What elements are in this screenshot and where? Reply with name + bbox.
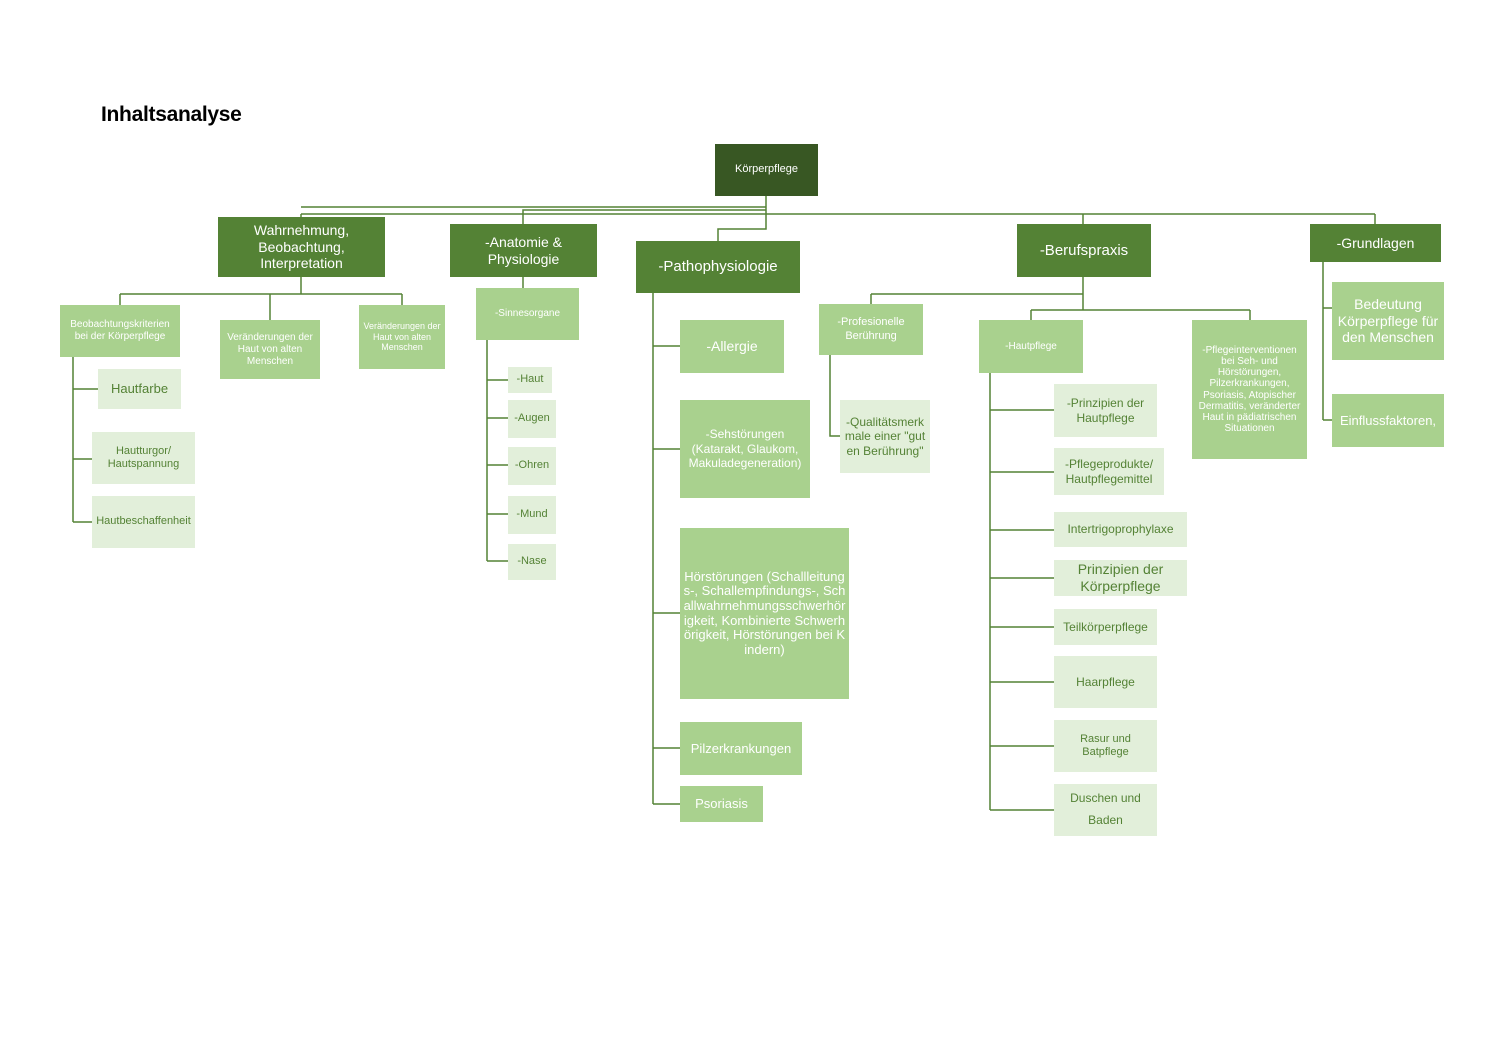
psoriasis-label: Psoriasis bbox=[695, 796, 748, 812]
page-title: Inhaltsanalyse bbox=[101, 103, 242, 126]
node-haarpflege: Haarpflege bbox=[1054, 656, 1157, 708]
node-prinzipien-hautpflege: -Prinzipien der Hautpflege bbox=[1054, 384, 1157, 437]
node-intertrigoprophylaxe: Intertrigoprophylaxe bbox=[1054, 512, 1187, 547]
node-hoerstoerungen: Hörstörungen (Schallleitungs-, Schallemp… bbox=[680, 528, 849, 699]
prinzipien-koerperpflege-label: Prinzipien der Körperpflege bbox=[1077, 561, 1164, 594]
node-qualitaetsmerkmale: -Qualitätsmerkmale einer "guten Berührun… bbox=[840, 400, 930, 473]
node-sehstoerungen: -Sehstörungen (Katarakt, Glaukom, Makula… bbox=[680, 400, 810, 498]
node-hautpflege: -Hautpflege bbox=[979, 320, 1083, 373]
hoerstoerungen-label: Hörstörungen (Schallleitungs-, Schallemp… bbox=[683, 568, 846, 657]
veraenderungen-a-label: Veränderungen der Haut von alten Mensche… bbox=[227, 331, 313, 367]
pflegeprodukte-label: -Pflegeprodukte/ Hautpflegemittel bbox=[1064, 457, 1154, 486]
node-psoriasis: Psoriasis bbox=[680, 786, 763, 822]
node-profesionelle-beruehrung: -Profesionelle Berührung bbox=[819, 304, 923, 355]
root-node: Körperpflege bbox=[715, 144, 818, 196]
root-label: Körperpflege bbox=[735, 163, 798, 176]
grundlagen-label: -Grundlagen bbox=[1336, 234, 1415, 251]
node-sinnesorgane: -Sinnesorgane bbox=[476, 288, 579, 340]
qualitaetsmerkmale-label: -Qualitätsmerkmale einer "guten Berührun… bbox=[844, 414, 926, 458]
node-anatomie: -Anatomie & Physiologie bbox=[450, 224, 597, 277]
sehstoerungen-label: -Sehstörungen (Katarakt, Glaukom, Makula… bbox=[688, 427, 802, 471]
sinnesorgane-label: -Sinnesorgane bbox=[494, 308, 561, 319]
node-bedeutung-koerperpflege: Bedeutung Körperpflege für den Menschen bbox=[1332, 282, 1444, 360]
haarpflege-label: Haarpflege bbox=[1076, 674, 1135, 689]
mund-label: -Mund bbox=[516, 508, 548, 521]
node-pathophysiologie: -Pathophysiologie bbox=[636, 241, 800, 293]
node-grundlagen: -Grundlagen bbox=[1310, 224, 1441, 262]
prinzipien-hautpflege-label: -Prinzipien der Hautpflege bbox=[1066, 396, 1145, 425]
node-pflegeinterventionen: -Pflegeinterventionen bei Seh- und Hörst… bbox=[1192, 320, 1307, 459]
node-beobachtungskriterien: Beobachtungskriterien bei der Körperpfle… bbox=[60, 305, 180, 357]
duschen-baden-label: Duschen und Baden bbox=[1070, 791, 1141, 827]
node-wahrnehmung: Wahrnehmung, Beobachtung, Interpretation bbox=[218, 217, 385, 277]
node-rasur-batpflege: Rasur und Batpflege bbox=[1054, 720, 1157, 772]
hautfarbe-label: Hautfarbe bbox=[110, 381, 169, 397]
beobachtungskriterien-label: Beobachtungskriterien bei der Körperpfle… bbox=[70, 319, 170, 342]
veraenderungen-b-label: Veränderungen der Haut von alten Mensche… bbox=[363, 320, 441, 353]
node-pilzerkrankungen: Pilzerkrankungen bbox=[680, 722, 802, 775]
node-haut: -Haut bbox=[508, 367, 552, 393]
profesionelle-beruehrung-label: -Profesionelle Berührung bbox=[837, 316, 905, 342]
rasur-batpflege-label: Rasur und Batpflege bbox=[1080, 732, 1131, 758]
node-prinzipien-koerperpflege: Prinzipien der Körperpflege bbox=[1054, 560, 1187, 596]
ohren-label: -Ohren bbox=[514, 459, 550, 472]
hautpflege-label: -Hautpflege bbox=[1005, 340, 1057, 352]
node-pflegeprodukte: -Pflegeprodukte/ Hautpflegemittel bbox=[1054, 448, 1164, 495]
node-hautbeschaffenheit: Hautbeschaffenheit bbox=[92, 496, 195, 548]
pathophysiologie-label: -Pathophysiologie bbox=[658, 258, 778, 275]
hautbeschaffenheit-label: Hautbeschaffenheit bbox=[96, 515, 191, 528]
node-teilkoerperpflege: Teilkörperpflege bbox=[1054, 609, 1157, 645]
node-augen: -Augen bbox=[508, 400, 556, 438]
node-hautturgor: Hautturgor/ Hautspannung bbox=[92, 432, 195, 484]
allergie-label: -Allergie bbox=[706, 338, 758, 355]
bedeutung-koerperpflege-label: Bedeutung Körperpflege für den Menschen bbox=[1337, 295, 1439, 346]
node-berufspraxis: -Berufspraxis bbox=[1017, 224, 1151, 277]
pflegeinterventionen-label: -Pflegeinterventionen bei Seh- und Hörst… bbox=[1198, 344, 1301, 435]
berufspraxis-label: -Berufspraxis bbox=[1039, 241, 1129, 259]
node-veraenderungen-a: Veränderungen der Haut von alten Mensche… bbox=[220, 320, 320, 379]
einflussfaktoren-label: Einflussfaktoren, bbox=[1339, 412, 1437, 428]
anatomie-label: -Anatomie & Physiologie bbox=[484, 233, 563, 267]
teilkoerperpflege-label: Teilkörperpflege bbox=[1063, 619, 1148, 634]
node-ohren: -Ohren bbox=[508, 447, 556, 485]
node-veraenderungen-b: Veränderungen der Haut von alten Mensche… bbox=[359, 305, 445, 369]
node-nase: -Nase bbox=[508, 544, 556, 580]
node-allergie: -Allergie bbox=[680, 320, 784, 373]
node-mund: -Mund bbox=[508, 496, 556, 534]
node-duschen-baden: Duschen und Baden bbox=[1054, 784, 1157, 836]
wahrnehmung-label: Wahrnehmung, Beobachtung, Interpretation bbox=[253, 221, 350, 272]
intertrigoprophylaxe-label: Intertrigoprophylaxe bbox=[1067, 522, 1174, 537]
pilzerkrankungen-label: Pilzerkrankungen bbox=[690, 740, 792, 756]
haut-label: -Haut bbox=[516, 373, 544, 386]
hautturgor-label: Hautturgor/ Hautspannung bbox=[107, 444, 180, 470]
nase-label: -Nase bbox=[517, 555, 547, 568]
augen-label: -Augen bbox=[514, 412, 550, 425]
node-einflussfaktoren: Einflussfaktoren, bbox=[1332, 394, 1444, 447]
node-hautfarbe: Hautfarbe bbox=[98, 369, 181, 409]
